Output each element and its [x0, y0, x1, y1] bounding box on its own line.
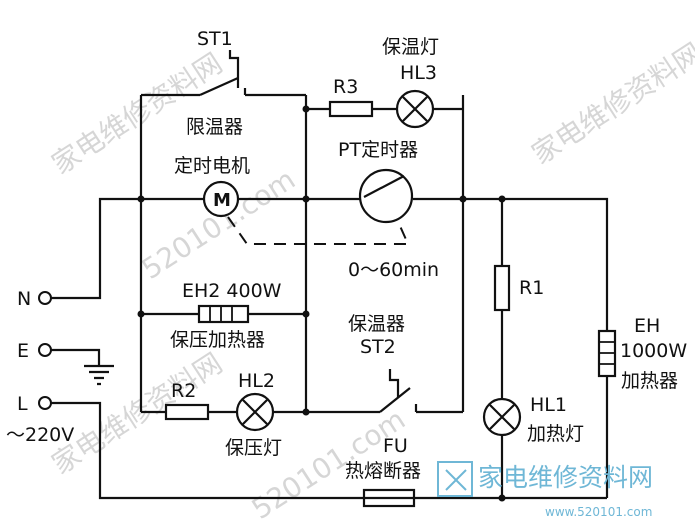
- junction-dot: [459, 195, 467, 203]
- keep-warm-switch-label: 保温器: [348, 313, 405, 335]
- hl3-lamp-symbol: [395, 89, 435, 129]
- hl2-lamp-symbol: [235, 392, 275, 432]
- timer-motor-label: 定时电机: [174, 155, 250, 177]
- l-terminal-wire: [51, 401, 364, 500]
- logo-url-text: www.520101.com: [545, 505, 652, 519]
- pt-timer-symbol: [358, 168, 414, 224]
- junction-dot: [137, 195, 145, 203]
- eh-heater-symbol: [597, 329, 617, 378]
- r3-resistor-symbol: [328, 100, 374, 118]
- limiter-label: 限温器: [186, 116, 243, 138]
- junction-dot: [302, 105, 310, 113]
- pt-timer-row-right: [413, 197, 609, 331]
- motor-symbol-letter: M: [213, 190, 231, 211]
- e-ground-wire: [51, 348, 101, 365]
- eh2-heater-symbol: [197, 304, 250, 324]
- st2-label: ST2: [360, 336, 396, 358]
- heating-lamp-label: 加热灯: [527, 423, 584, 445]
- st1-switch-symbol: [199, 50, 247, 97]
- main-heater-label: 加热器: [621, 370, 678, 392]
- r1-resistor-symbol: [493, 264, 511, 312]
- hl2-label: HL2: [238, 370, 275, 392]
- eh-power-label: 1000W: [620, 340, 687, 362]
- st1-label: ST1: [197, 28, 233, 50]
- r1-label: R1: [519, 277, 544, 299]
- hl3-label: HL3: [400, 62, 437, 84]
- junction-dot: [302, 195, 310, 203]
- brand-logo: 家电维修资料网 www.520101.com: [437, 461, 653, 519]
- keep-warm-lamp-label: 保温灯: [382, 36, 439, 58]
- r2-label: R2: [171, 380, 196, 402]
- r3-label: R3: [333, 76, 358, 98]
- eh-label: EH: [634, 315, 660, 337]
- e-label: E: [17, 340, 29, 362]
- hl1-label: HL1: [530, 394, 567, 416]
- terminals: [38, 291, 52, 410]
- mechanical-link-dashed: [227, 216, 410, 245]
- fu-label: FU: [383, 435, 408, 457]
- junction-dots: [137, 105, 506, 502]
- voltage-label: ～220V: [6, 424, 74, 446]
- pressure-lamp-label: 保压灯: [225, 437, 282, 459]
- junction-dot: [302, 408, 310, 416]
- r2-resistor-symbol: [164, 403, 210, 421]
- logo-brand-text: 家电维修资料网: [478, 463, 653, 492]
- wiring: [51, 93, 609, 500]
- e-terminal: [38, 343, 52, 357]
- n-label: N: [17, 288, 31, 310]
- junction-dot: [302, 310, 310, 318]
- hl1-lamp-symbol: [482, 397, 522, 437]
- timer-range-label: 0～60min: [348, 259, 439, 281]
- timer-motor-symbol: M: [202, 180, 240, 218]
- st2-switch-symbol: [379, 369, 418, 413]
- junction-dot: [498, 494, 506, 502]
- junction-dot: [137, 310, 145, 318]
- eh2-label: EH2 400W: [182, 280, 282, 302]
- pressure-heater-label: 保压加热器: [170, 329, 265, 351]
- l-label: L: [17, 393, 28, 415]
- thermal-fuse-label: 热熔断器: [345, 460, 421, 482]
- pt-timer-label: PT定时器: [338, 139, 418, 161]
- l-terminal: [38, 396, 52, 410]
- junction-dot: [498, 195, 506, 203]
- watermark-brand-3: 家电维修资料网: [526, 36, 695, 170]
- thermal-fuse-symbol: [362, 488, 416, 508]
- n-terminal: [38, 291, 52, 305]
- watermark-site-1: 520101.com: [136, 163, 301, 286]
- ground-icon: [84, 364, 114, 386]
- n-terminal-wire: [51, 197, 141, 300]
